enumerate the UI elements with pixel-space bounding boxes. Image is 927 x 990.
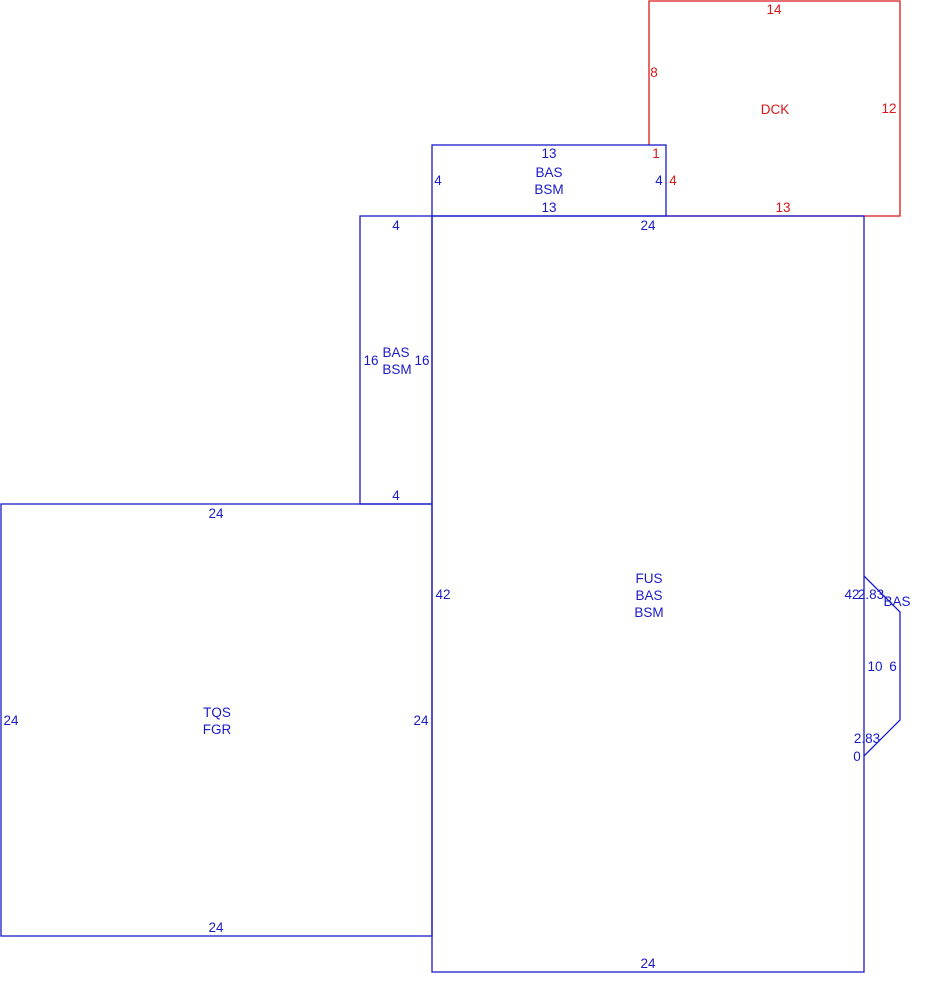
dck-dim-bottom: 13 (775, 200, 790, 215)
bas-left-dim-top: 4 (392, 218, 400, 233)
garage-code-1: TQS (203, 705, 231, 720)
bas-left-code-2: BSM (382, 362, 411, 377)
bay-dim-base: 0 (853, 749, 861, 764)
garage-dim-top: 24 (208, 506, 224, 521)
dck-dim-right: 12 (881, 101, 896, 116)
bay-dim-lower: 2.83 (854, 731, 880, 746)
bay-dim-inner: 10 (867, 659, 882, 674)
garage-dim-right: 24 (413, 713, 429, 728)
garage-code-2: FGR (203, 722, 232, 737)
dck-dim-left: 8 (650, 65, 658, 80)
main-code-3: BSM (634, 605, 663, 620)
garage-dim-left: 24 (3, 713, 19, 728)
dck-dim-inner-top: 1 (652, 146, 660, 161)
main-code-2: BAS (635, 588, 662, 603)
bas-left-dim-right: 16 (414, 353, 429, 368)
bas-top-code-2: BSM (534, 182, 563, 197)
bay-dim-upper: 2.83 (858, 587, 884, 602)
bas-top-dim-left: 4 (434, 173, 442, 188)
garage-outline (0, 503, 433, 937)
garage-dim-bottom: 24 (208, 920, 224, 935)
main-dim-right: 42 (844, 587, 859, 602)
bas-top-dim-right: 4 (655, 173, 663, 188)
bay-dim-outer: 6 (889, 659, 897, 674)
main-code-1: FUS (636, 571, 663, 586)
bay-code: BAS (883, 594, 910, 609)
bas-top-dim-bottom: 13 (541, 200, 556, 215)
bas-top-code-1: BAS (535, 165, 562, 180)
dck-dim-inner-side: 4 (669, 173, 677, 188)
main-dim-left: 42 (435, 587, 450, 602)
main-dim-top: 24 (640, 218, 656, 233)
bas-left-dim-bottom: 4 (392, 488, 400, 503)
main-dim-bottom: 24 (640, 956, 656, 971)
bas-top-dim-top: 13 (541, 146, 556, 161)
dck-code: DCK (761, 102, 790, 117)
bas-left-dim-left: 16 (363, 353, 378, 368)
bas-left-code-1: BAS (382, 345, 409, 360)
dck-dim-top: 14 (766, 2, 782, 17)
bay-window-outline (863, 575, 901, 757)
